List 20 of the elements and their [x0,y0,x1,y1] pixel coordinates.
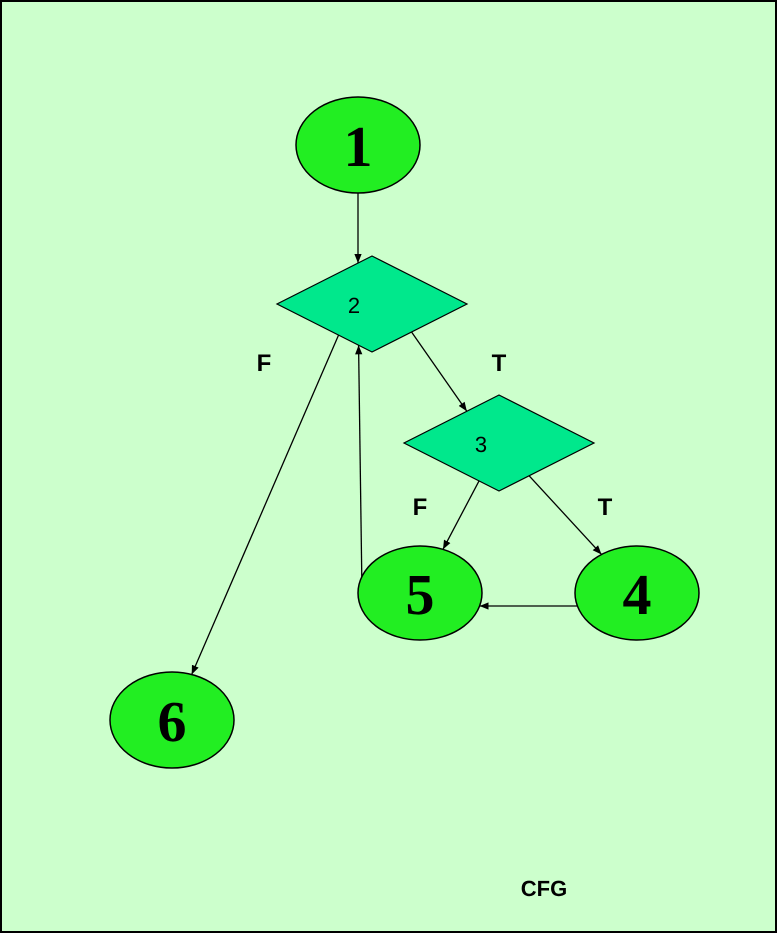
arrow [480,602,578,610]
node-number: 3 [474,434,488,456]
process-ellipse [573,544,701,642]
arrow [411,332,468,412]
arrow [354,193,362,264]
decision-diamond [275,254,469,354]
process-ellipse [356,544,484,642]
arrow [442,480,480,550]
node-number: 4 [622,566,652,624]
arrow [191,334,340,675]
node-number: 6 [158,693,186,751]
node-number: 5 [406,566,434,624]
node-number: 2 [348,295,360,317]
process-ellipse [294,95,422,195]
process-ellipse [108,670,236,770]
arrow [528,475,602,555]
caption: CFG [520,876,568,902]
node-number: 1 [344,118,372,176]
decision-diamond [402,393,596,493]
arrow [355,345,362,577]
